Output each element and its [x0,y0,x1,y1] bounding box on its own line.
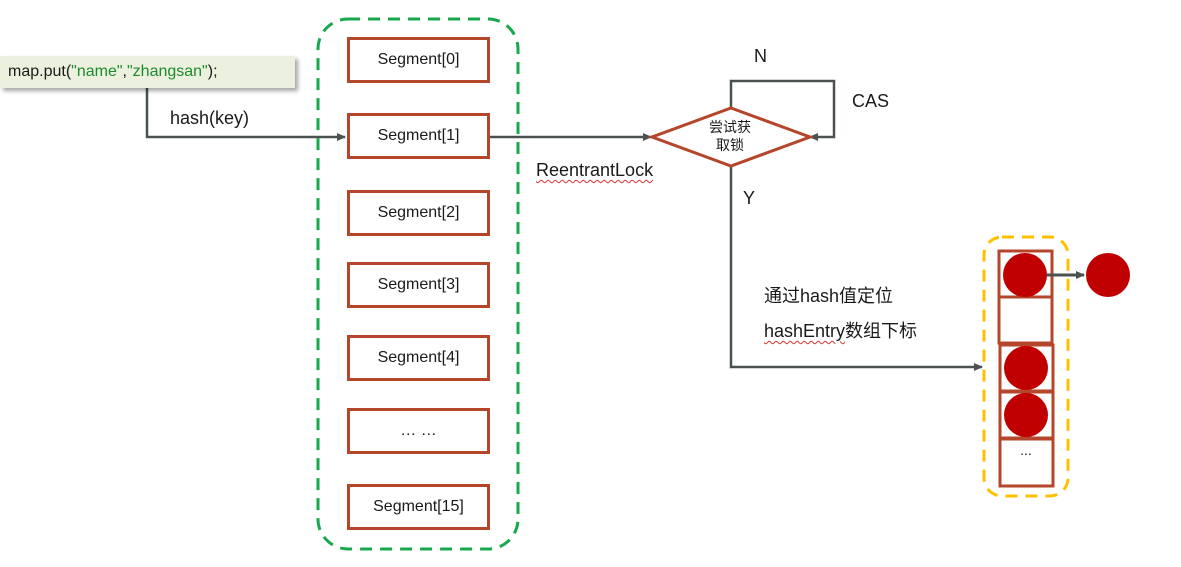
locate-arrow [729,166,983,371]
code-prefix: map.put( [8,63,72,80]
decision-text-line2: 取锁 [716,137,744,153]
array-index-text: 数组下标 [845,321,918,341]
hash-entry-group-container [982,235,1070,498]
decision-text-line1: 尝试获 [709,119,751,135]
entry-node [1004,346,1048,390]
hash-key-label: hash(key) [170,108,250,128]
segment-box: Segment[2] [347,190,490,236]
hash-entry-ellipsis: ... [1020,442,1032,458]
code-comma: , [122,63,127,80]
entry-node [1004,393,1048,437]
code-snippet: map.put("name","zhangsan"); [0,56,295,88]
hash-key-arrow [145,88,346,141]
try-lock-decision [647,106,815,168]
code-key-literal: "name" [71,63,123,80]
cas-loop-arrow [729,79,836,141]
code-value-literal: "zhangsan" [126,63,208,80]
segment-box: Segment[1] [347,113,490,159]
hash-entry-cell [998,437,1055,488]
decision-text: 尝试获 取锁 [690,118,770,154]
yes-label: Y [743,188,756,208]
locate-label-line1: 通过hash值定位 [764,286,894,306]
no-label: N [754,46,767,66]
segment-group-container [316,17,520,551]
segment-box: Segment[4] [347,335,490,381]
cas-label: CAS [852,91,890,111]
code-suffix: ); [207,63,218,80]
segment-box: Segment[0] [347,37,490,83]
segment-box: Segment[15] [347,484,490,530]
entry-node [1003,253,1047,297]
segment-box: Segment[3] [347,262,490,308]
hash-entry-term: hashEntry [764,321,846,341]
locate-label-line2: hashEntry数组下标 [764,317,917,343]
reentrant-lock-label: ReentrantLock [536,160,654,180]
chained-entry-node [1086,253,1130,297]
hash-entry-cell [997,295,1054,345]
segment-box-ellipsis: … … [347,408,490,454]
